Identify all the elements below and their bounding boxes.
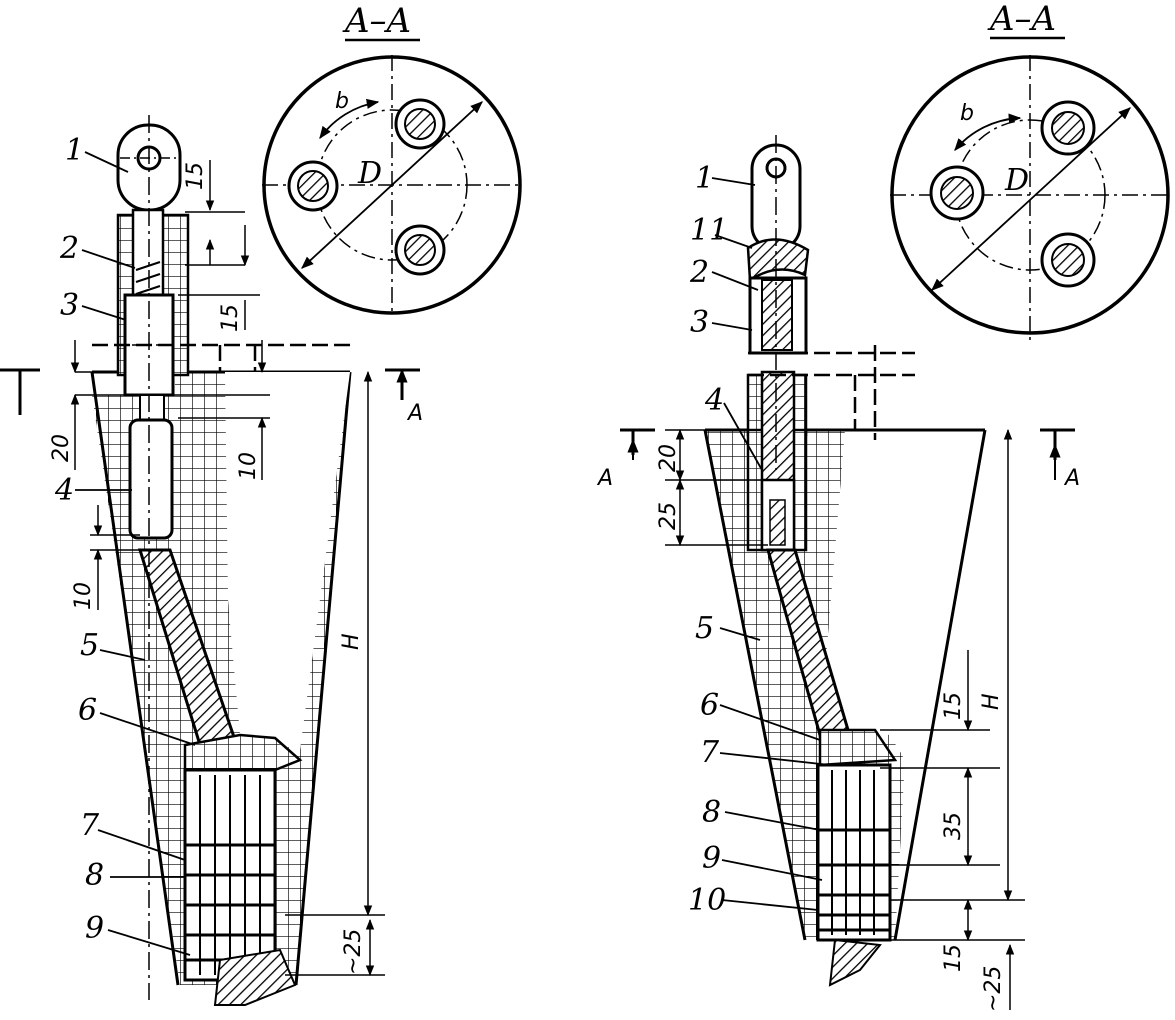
right-label-9: 9	[702, 841, 721, 876]
right-cut-label-right: A	[1063, 466, 1080, 491]
left-dim-10a: 10	[236, 452, 261, 480]
left-dim-15a: 15	[183, 162, 208, 190]
right-wire-bundle	[816, 763, 892, 942]
right-dim-15a: 15	[941, 692, 966, 720]
right-dim-H: H	[979, 693, 1004, 710]
left-wire-tail	[213, 948, 297, 1006]
left-label-9: 9	[85, 911, 104, 946]
left-rope-mid	[139, 394, 165, 421]
left-section-b: b	[335, 89, 349, 114]
left-dim-H: H	[339, 633, 364, 650]
right-wire-tail	[828, 938, 882, 987]
right-dim-15b: 15	[941, 944, 966, 972]
right-assembly	[703, 135, 987, 987]
left-dim-25: ~25	[341, 929, 366, 975]
right-dimensions	[620, 428, 1075, 1010]
right-section-bolts	[929, 100, 1096, 288]
left-assembly	[90, 115, 352, 1006]
right-label-11: 11	[690, 213, 728, 248]
right-leaders	[711, 177, 831, 911]
right-dim-25b: ~25	[981, 966, 1006, 1012]
left-label-8: 8	[85, 858, 104, 893]
right-label-5: 5	[695, 611, 714, 646]
right-collar-11	[746, 238, 810, 283]
right-label-2: 2	[689, 255, 709, 290]
right-label-1: 1	[695, 161, 714, 196]
right-section-title: A–A	[987, 0, 1056, 39]
right-label-6: 6	[700, 688, 719, 723]
left-dimensions	[0, 160, 420, 977]
left-dim-10b: 10	[71, 582, 96, 610]
left-dim-15b: 15	[218, 304, 243, 332]
left-section-bolts	[287, 98, 446, 276]
left-label-7: 7	[80, 808, 100, 843]
right-dim-25: 25	[656, 502, 681, 530]
left-label-5: 5	[80, 628, 99, 663]
right-wedge-6	[818, 728, 898, 767]
left-label-6: 6	[78, 693, 97, 728]
left-label-4: 4	[54, 473, 74, 508]
right-section-D: D	[1004, 163, 1029, 198]
right-label-7: 7	[700, 735, 720, 770]
left-dim-20: 20	[49, 434, 74, 462]
right-label-4: 4	[704, 383, 724, 418]
right-label-10: 10	[688, 883, 726, 918]
right-section-view	[890, 36, 1170, 345]
left-label-3: 3	[60, 288, 79, 323]
left-section-D: D	[357, 156, 382, 191]
right-label-3: 3	[690, 305, 709, 340]
left-labels: A–A 1 2 3 4 5 6 7 8 9 15 15 20 10 10 H ~…	[49, 1, 423, 975]
right-cut-label-left: A	[596, 466, 613, 491]
left-clamp-4	[128, 418, 174, 540]
right-labels: A–A 1 11 2 3 4 5 6 7 8 9 10 20 25 15 35 …	[596, 0, 1080, 1012]
right-dim-20: 20	[656, 444, 681, 472]
left-cut-label: A	[406, 401, 423, 426]
right-dim-35: 35	[941, 812, 966, 840]
left-section-title: A–A	[342, 1, 411, 41]
left-flange	[92, 343, 350, 372]
left-leaders	[75, 151, 196, 956]
right-section-b: b	[960, 101, 974, 126]
left-label-2: 2	[59, 231, 79, 266]
left-label-1: 1	[65, 133, 84, 168]
right-label-8: 8	[702, 795, 721, 830]
left-section-view	[262, 38, 522, 315]
left-cone-void	[225, 372, 350, 750]
